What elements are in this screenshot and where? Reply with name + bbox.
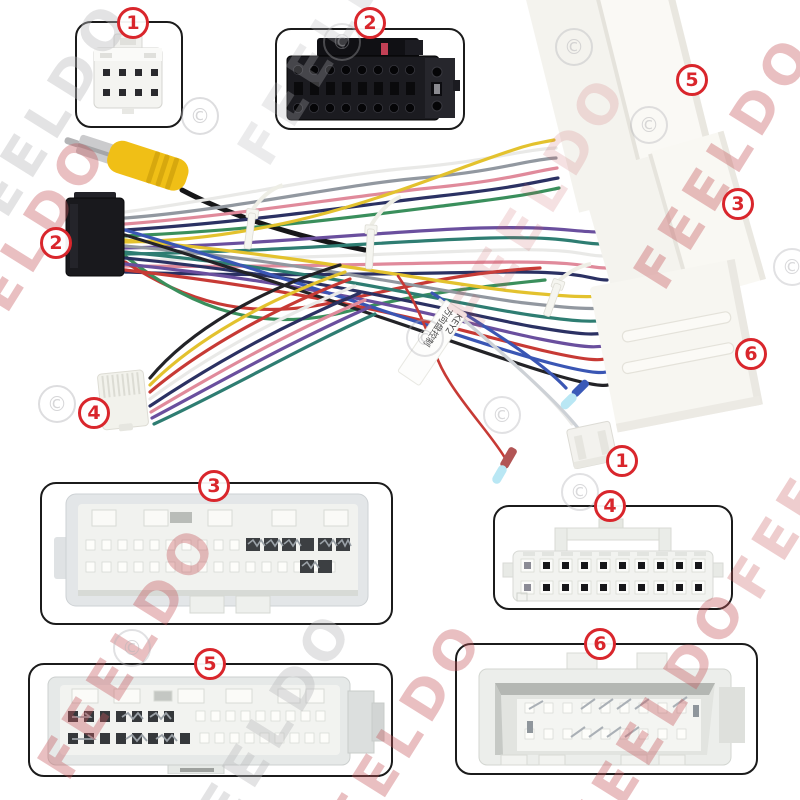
- callout-label: 3: [207, 474, 221, 497]
- callout-connector1-harness: 1: [606, 445, 638, 477]
- callout-connector5-harness: 5: [676, 64, 708, 96]
- callout-connector6-inset: 6: [584, 628, 616, 660]
- inset-connector2: [275, 28, 465, 130]
- inset-connector1: [75, 21, 183, 128]
- callout-label: 6: [593, 632, 607, 655]
- connector1-back: [566, 420, 618, 470]
- inset-connector6: [455, 643, 758, 775]
- heat-shrink-tip: [492, 447, 517, 484]
- connector5-back: [523, 0, 719, 213]
- wire-bundle: [123, 138, 625, 460]
- rca-plug: [64, 134, 189, 191]
- callout-label: 3: [731, 192, 745, 215]
- callout-connector4-harness: 4: [78, 397, 110, 429]
- callout-label: 4: [603, 494, 617, 517]
- inset-connector3: [40, 482, 393, 625]
- callout-label: 1: [615, 449, 629, 472]
- callout-connector2-harness: 2: [40, 227, 72, 259]
- callout-connector4-inset: 4: [594, 490, 626, 522]
- callout-label: 1: [126, 11, 140, 34]
- connector5-front: [47, 676, 385, 774]
- callout-connector3-inset: 3: [198, 470, 230, 502]
- cable-tie: [543, 261, 592, 317]
- callout-label: 5: [685, 68, 699, 91]
- callout-label: 6: [744, 342, 758, 365]
- callout-label: 2: [49, 231, 63, 254]
- connector4-back: [97, 369, 149, 432]
- callout-connector6-harness: 6: [735, 338, 767, 370]
- heat-shrink-tip: [560, 379, 590, 410]
- callout-label: 5: [203, 652, 217, 675]
- connector3-front: [54, 493, 369, 614]
- callout-connector3-harness: 3: [722, 188, 754, 220]
- connector6-back: [590, 259, 763, 433]
- callout-connector2-inset: 2: [354, 7, 386, 39]
- cable-tie: [364, 194, 402, 270]
- cable-tie: [243, 183, 284, 250]
- callout-connector1-inset: 1: [117, 7, 149, 39]
- connector2-front: [286, 38, 460, 121]
- inset-connector4: [493, 505, 733, 610]
- callout-connector5-inset: 5: [194, 648, 226, 680]
- connector2-back: [65, 192, 125, 277]
- inset-connector5: [28, 663, 393, 777]
- connector6-front: [478, 652, 745, 766]
- connector4-front: [502, 518, 724, 602]
- callout-label: 4: [87, 401, 101, 424]
- callout-label: 2: [363, 11, 377, 34]
